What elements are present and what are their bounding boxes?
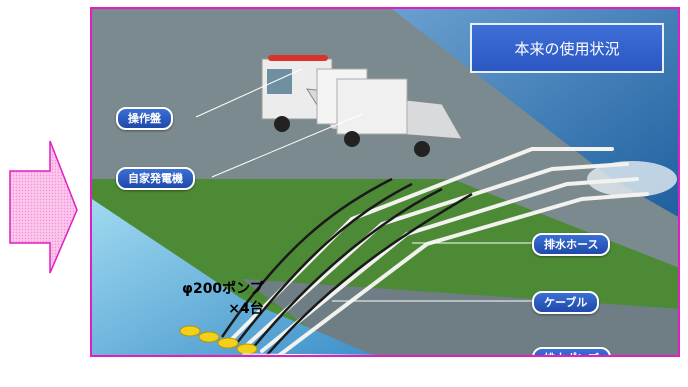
road-top bbox=[92, 9, 678, 268]
label-control-panel: 操作盤 bbox=[116, 107, 173, 130]
pump-icon bbox=[179, 325, 258, 355]
pump-spec-line1: φ200ポンプ bbox=[182, 281, 264, 297]
cables bbox=[220, 177, 473, 355]
pump-spec-line2: ×4台 bbox=[228, 301, 264, 317]
label-generator: 自家発電機 bbox=[116, 167, 195, 190]
illustration-frame: 本来の使用状況 操作盤 自家発電機 排水ホース ケーブル 排水ポンプ φ200ポ… bbox=[90, 7, 680, 357]
leader-lines bbox=[195, 68, 532, 355]
truck-icon bbox=[261, 55, 463, 157]
label-discharge-hose: 排水ホース bbox=[532, 233, 611, 256]
label-drain-pump: 排水ポンプ bbox=[532, 347, 611, 355]
road-lower bbox=[242, 279, 678, 355]
water-area bbox=[92, 199, 373, 355]
pump-spec-label: φ200ポンプ ×4台 bbox=[182, 279, 264, 319]
page-title: 本来の使用状況 bbox=[470, 23, 664, 73]
right-arrow-icon bbox=[9, 140, 78, 274]
label-cable: ケーブル bbox=[532, 291, 600, 314]
